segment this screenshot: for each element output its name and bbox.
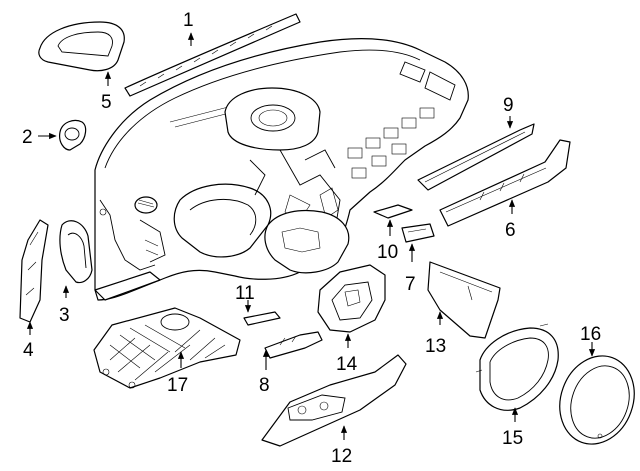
part-2-side-vent — [59, 119, 87, 151]
part-3-end-cap — [59, 220, 93, 284]
part-7-switch-bezel — [401, 223, 435, 243]
part-10-clip — [373, 204, 413, 219]
callout-1: 1 — [183, 10, 194, 31]
part-9-right-trim-strip — [417, 123, 535, 191]
part-1-defroster-strip — [124, 13, 301, 97]
part-16-speaker-grille — [559, 355, 635, 445]
part-5-cluster-hood — [38, 21, 125, 72]
part-4-left-side-trim — [19, 219, 49, 323]
part-15-speaker-ring — [475, 323, 559, 411]
callout-3: 3 — [59, 305, 70, 326]
part-8-bracket — [264, 331, 323, 359]
callout-9: 9 — [503, 95, 514, 116]
callout-8: 8 — [259, 375, 270, 396]
part-12-lower-trim-panel — [261, 354, 407, 447]
callout-15: 15 — [502, 428, 523, 449]
callout-11: 11 — [235, 283, 255, 304]
callout-4: 4 — [23, 340, 34, 361]
part-17-knee-bolster-frame — [93, 307, 241, 389]
callout-7: 7 — [405, 274, 416, 295]
part-13-glove-box-door — [427, 261, 501, 339]
part-11-trim-strip — [243, 311, 281, 326]
callout-12: 12 — [331, 446, 352, 467]
callout-16: 16 — [580, 324, 601, 345]
instrument-panel-main — [94, 38, 469, 301]
callout-6: 6 — [505, 220, 516, 241]
callout-14: 14 — [336, 354, 358, 375]
part-14-storage-housing — [317, 264, 386, 333]
callout-10: 10 — [377, 242, 398, 263]
callout-2: 2 — [22, 127, 33, 148]
callout-13: 13 — [425, 336, 446, 357]
part-6-right-lower-trim — [439, 139, 571, 227]
callout-17: 17 — [167, 375, 188, 396]
callout-5: 5 — [101, 92, 112, 113]
